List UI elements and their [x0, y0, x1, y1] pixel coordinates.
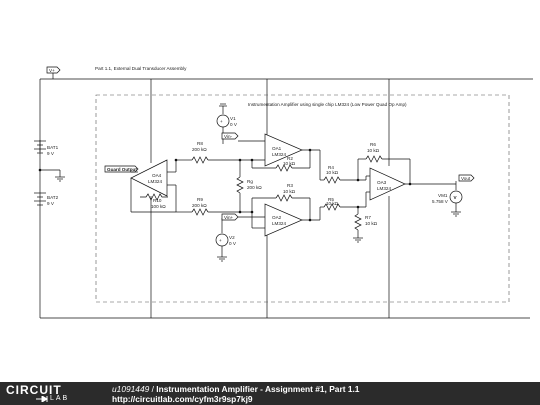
svg-text:V1: V1	[230, 116, 236, 121]
vin-minus-flag: Vin-	[221, 132, 239, 140]
source-v2: + V2 0 V	[215, 218, 237, 262]
svg-text:Vin-: Vin-	[224, 134, 233, 139]
opamp-oa1: OA1 LM324	[238, 133, 320, 167]
svg-text:9 V: 9 V	[47, 201, 55, 206]
svg-text:5.758 V: 5.758 V	[432, 199, 449, 204]
svg-text:R4: R4	[328, 165, 334, 170]
logo-arrow-icon	[36, 396, 48, 402]
inner-title: Instrumentation Amplifier using single c…	[248, 102, 407, 107]
svg-text:OA1: OA1	[272, 146, 282, 151]
svg-text:V: V	[454, 195, 458, 200]
svg-text:R7: R7	[365, 215, 371, 220]
svg-text:10 kΩ: 10 kΩ	[326, 170, 339, 175]
svg-text:10 kΩ: 10 kΩ	[283, 189, 296, 194]
resistor-r10: R10 100 kΩ	[140, 193, 168, 209]
resistor-r4: R4 10 kΩ	[319, 150, 366, 184]
svg-text:100 kΩ: 100 kΩ	[151, 204, 166, 209]
footer-caption: u1091449 / Instrumentation Amplifier - A…	[112, 384, 359, 404]
svg-text:R6: R6	[370, 142, 376, 147]
svg-text:200 kΩ: 200 kΩ	[247, 185, 262, 190]
svg-text:10 kΩ: 10 kΩ	[367, 148, 380, 153]
svg-text:LM324: LM324	[272, 152, 286, 157]
inner-dashed-box	[95, 94, 510, 303]
svg-text:R2: R2	[287, 156, 293, 161]
svg-text:R8: R8	[197, 141, 203, 146]
svg-text:Rg: Rg	[247, 179, 253, 184]
resistor-r8: R8 200 kΩ	[176, 141, 240, 164]
circuitlab-footer: CIRCUIT LAB u1091449 / Instrumentation A…	[0, 382, 540, 405]
svg-text:OA2: OA2	[272, 215, 282, 220]
vplus-flag: V+	[46, 66, 61, 74]
guard-output-flag: Guard Output	[104, 165, 139, 173]
svg-text:BAT2: BAT2	[47, 195, 59, 200]
svg-text:10 kΩ: 10 kΩ	[365, 221, 378, 226]
footer-separator: /	[149, 384, 157, 394]
circuitlab-logo[interactable]: CIRCUIT LAB	[6, 383, 70, 402]
svg-text:+: +	[219, 238, 222, 243]
resistor-rg: Rg 200 kΩ	[174, 158, 262, 214]
voltmeter-vm1: V VM1 5.758 V	[432, 190, 463, 217]
svg-text:200 kΩ: 200 kΩ	[192, 147, 207, 152]
svg-text:+: +	[220, 119, 223, 124]
svg-text:Vout: Vout	[461, 176, 471, 181]
svg-text:0 V: 0 V	[229, 241, 237, 246]
svg-text:10 kΩ: 10 kΩ	[283, 161, 296, 166]
svg-text:OA4: OA4	[152, 173, 162, 178]
resistor-r9: R9 200 kΩ	[176, 197, 240, 216]
svg-text:BAT1: BAT1	[47, 145, 59, 150]
outer-frame-wires	[39, 73, 533, 319]
vin-plus-flag: Vin+	[221, 213, 239, 221]
svg-text:R5: R5	[328, 197, 334, 202]
resistor-r3: R3 10 kΩ	[250, 183, 312, 222]
resistor-r6: R6 10 kΩ	[357, 142, 412, 186]
opamp-oa3: OA3 LM324	[356, 167, 456, 201]
svg-text:V2: V2	[229, 235, 235, 240]
svg-text:R9: R9	[197, 197, 203, 202]
footer-url[interactable]: http://circuitlab.com/cyfm3r9sp7kj9	[112, 394, 253, 404]
battery-bat1: BAT1 9 V	[34, 140, 59, 156]
svg-text:Vin+: Vin+	[224, 215, 234, 220]
svg-text:9 V: 9 V	[47, 151, 55, 156]
svg-text:V+: V+	[49, 68, 55, 73]
vout-flag: Vout	[455, 174, 475, 190]
opamp-oa2: OA2 LM324	[238, 203, 320, 237]
battery-midpoint-ground	[38, 168, 65, 182]
svg-text:LM324: LM324	[272, 221, 286, 226]
circuit-schematic: Part 1.1, External Dual Transducer Assem…	[34, 66, 533, 319]
svg-text:0 V: 0 V	[230, 122, 238, 127]
resistor-r7: R7 10 kΩ	[353, 205, 378, 243]
svg-text:R3: R3	[287, 183, 293, 188]
svg-text:LM324: LM324	[148, 179, 162, 184]
svg-text:200 kΩ: 200 kΩ	[192, 203, 207, 208]
outer-title: Part 1.1, External Dual Transducer Assem…	[95, 66, 187, 71]
svg-text:VM1: VM1	[438, 193, 448, 198]
svg-text:Guard Output: Guard Output	[107, 167, 137, 172]
footer-title: Instrumentation Amplifier - Assignment #…	[156, 384, 360, 394]
r5-value-label: 10 kΩ	[326, 201, 339, 206]
svg-text:LM324: LM324	[377, 186, 391, 191]
resistor-r5: R5 10 kΩ	[319, 191, 370, 220]
battery-bat2: BAT2 9 V	[34, 192, 59, 206]
svg-text:R10: R10	[153, 198, 162, 203]
source-v1: + V1 0 V	[216, 103, 238, 144]
footer-user[interactable]: u1091449	[112, 384, 150, 394]
resistor-r2: R2 10 kΩ	[250, 148, 312, 172]
opamp-oa4: OA4 LM324	[130, 159, 177, 213]
svg-text:OA3: OA3	[377, 180, 387, 185]
